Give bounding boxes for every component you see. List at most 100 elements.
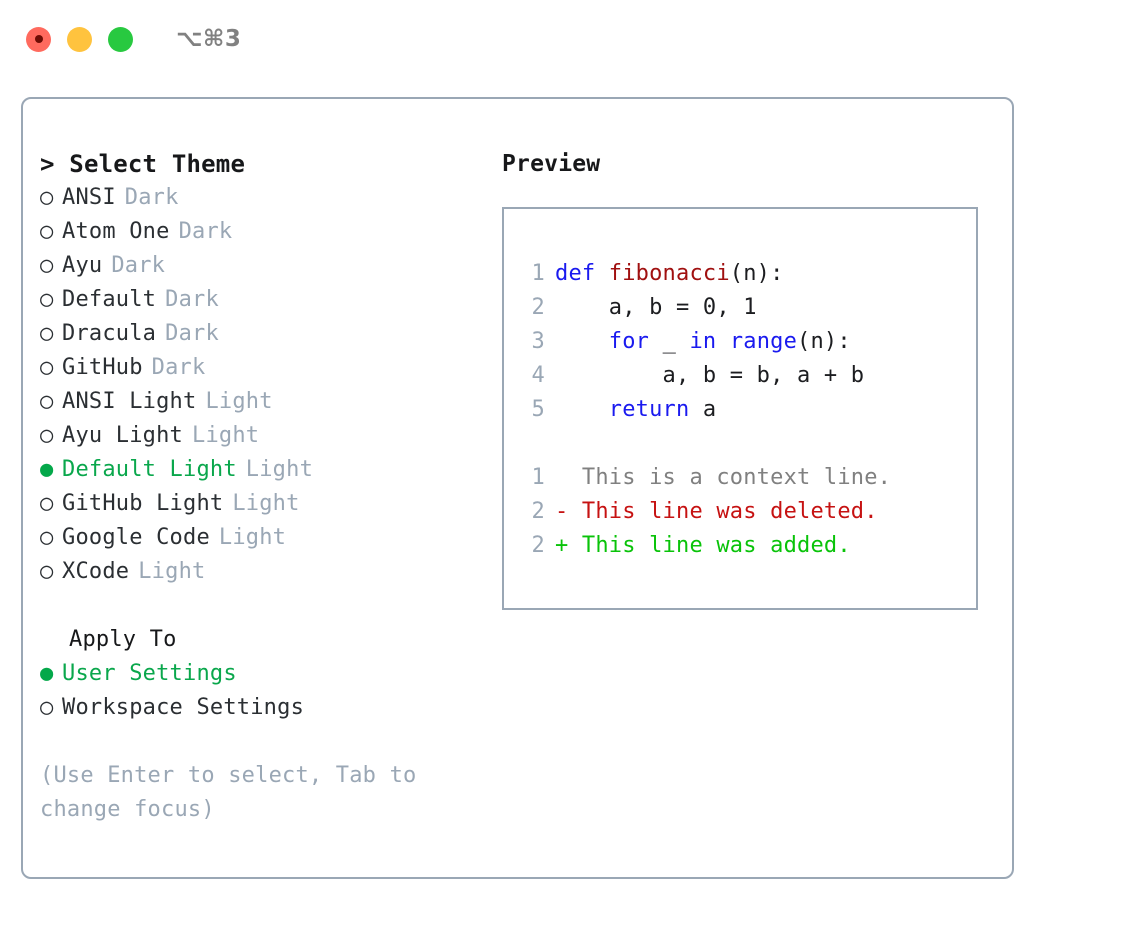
radio-unselected-icon: ○ — [40, 525, 54, 550]
theme-item-variant-tag: Light — [192, 423, 260, 448]
keyboard-shortcut-label: ⌥⌘3 — [176, 25, 242, 52]
code-token: range — [729, 329, 798, 354]
keyboard-hint: (Use Enter to select, Tab to change focu… — [40, 763, 417, 822]
theme-item-3[interactable]: ○ Default Dark — [40, 283, 500, 317]
close-dot[interactable] — [26, 26, 51, 52]
diff-text: - This line was deleted. — [555, 499, 878, 524]
theme-item-variant-tag: Dark — [111, 253, 166, 278]
code-token: a, b = b, a + b — [555, 363, 865, 388]
code-token — [555, 329, 609, 354]
theme-item-variant-tag: Light — [245, 457, 314, 482]
radio-unselected-icon: ○ — [40, 355, 54, 380]
theme-item-8[interactable]: ● Default Light Light — [40, 453, 500, 487]
radio-unselected-icon: ○ — [40, 389, 54, 414]
theme-item-variant-tag: Dark — [151, 355, 206, 380]
radio-unselected-icon: ○ — [40, 219, 54, 244]
theme-item-label: Ayu — [62, 253, 103, 278]
theme-item-label: XCode — [62, 559, 130, 584]
theme-item-variant-tag: Light — [232, 491, 300, 516]
diff-line-del: 2 - This line was deleted. — [523, 495, 891, 529]
theme-item-5[interactable]: ○ GitHub Dark — [40, 351, 500, 385]
radio-unselected-icon: ○ — [40, 491, 54, 516]
line-number: 5 — [531, 397, 545, 422]
theme-item-variant-tag: Dark — [165, 321, 219, 346]
diff-text: + This line was added. — [555, 533, 851, 558]
theme-item-label: Dracula — [62, 321, 157, 346]
theme-item-4[interactable]: ○ Dracula Dark — [40, 317, 500, 351]
minimize-dot[interactable] — [67, 26, 92, 52]
code-token: in — [689, 329, 717, 354]
diff-line-add: 2+ This line was added. — [523, 529, 891, 563]
theme-item-label: Ayu Light — [62, 423, 184, 448]
theme-item-variant-tag: Light — [218, 525, 287, 550]
radio-unselected-icon: ○ — [40, 321, 54, 346]
code-token: a, b = 0, 1 — [555, 295, 757, 320]
theme-item-label: Default Light — [62, 457, 237, 482]
theme-item-label: Default — [62, 287, 157, 312]
theme-item-1[interactable]: ○ Atom One Dark — [40, 215, 500, 249]
radio-selected-icon: ● — [40, 457, 54, 482]
code-token: def — [555, 261, 609, 286]
radio-unselected-icon: ○ — [40, 559, 54, 584]
theme-item-7[interactable]: ○ Ayu Light Light — [40, 419, 500, 453]
theme-item-11[interactable]: ○ XCode Light — [40, 555, 500, 589]
diff-text: This is a context line. — [555, 465, 892, 490]
code-line: 5 return a — [523, 393, 891, 427]
theme-item-label: GitHub Light — [62, 491, 224, 516]
code-token: for — [608, 329, 650, 354]
line-number: 1 — [531, 465, 545, 490]
line-number: 2 — [531, 295, 545, 320]
theme-item-variant-tag: Dark — [178, 219, 233, 244]
section-spacer — [40, 589, 500, 623]
code-token: (n): — [729, 261, 784, 286]
radio-unselected-icon: ○ — [40, 253, 54, 278]
line-number: 3 — [531, 329, 545, 354]
code-token: _ — [649, 329, 690, 354]
window-controls — [26, 26, 133, 52]
code-token: (n): — [797, 329, 851, 354]
theme-item-10[interactable]: ○ Google Code Light — [40, 521, 500, 555]
maximize-dot[interactable] — [108, 26, 133, 52]
code-token: a — [689, 397, 717, 422]
apply-to-list[interactable]: ● User Settings ○ Workspace Settings — [40, 657, 500, 725]
apply-to-item-0[interactable]: ● User Settings — [40, 657, 500, 691]
theme-item-label: ANSI — [62, 185, 116, 210]
line-number: 2 — [531, 499, 545, 524]
preview-title: Preview — [502, 151, 601, 177]
radio-unselected-icon: ○ — [40, 423, 54, 448]
theme-item-6[interactable]: ○ ANSI Light Light — [40, 385, 500, 419]
page-title: > Select Theme — [40, 150, 246, 178]
code-token — [555, 397, 609, 422]
title-bar: ⌥⌘3 — [0, 0, 1140, 78]
code-blank-line — [523, 427, 891, 461]
radio-unselected-icon: ○ — [40, 695, 54, 720]
theme-item-variant-tag: Light — [138, 559, 206, 584]
theme-item-9[interactable]: ○ GitHub Light Light — [40, 487, 500, 521]
code-line: 3 for _ in range(n): — [523, 325, 891, 359]
theme-item-label: Google Code — [62, 525, 210, 550]
theme-item-label: GitHub — [62, 355, 143, 380]
code-line: 4 a, b = b, a + b — [523, 359, 891, 393]
theme-item-variant-tag: Dark — [165, 287, 219, 312]
apply-to-title: Apply To — [69, 627, 177, 652]
radio-selected-icon: ● — [40, 661, 54, 686]
theme-item-variant-tag: Light — [205, 389, 273, 414]
apply-to-item-label: Workspace Settings — [62, 695, 305, 720]
apply-to-item-1[interactable]: ○ Workspace Settings — [40, 691, 500, 725]
diff-line-ctx: 1 This is a context line. — [523, 461, 891, 495]
radio-unselected-icon: ○ — [40, 287, 54, 312]
theme-item-label: Atom One — [62, 219, 170, 244]
code-line: 2 a, b = 0, 1 — [523, 291, 891, 325]
theme-item-label: ANSI Light — [62, 389, 197, 414]
theme-item-2[interactable]: ○ Ayu Dark — [40, 249, 500, 283]
apply-to-item-label: User Settings — [62, 661, 237, 686]
